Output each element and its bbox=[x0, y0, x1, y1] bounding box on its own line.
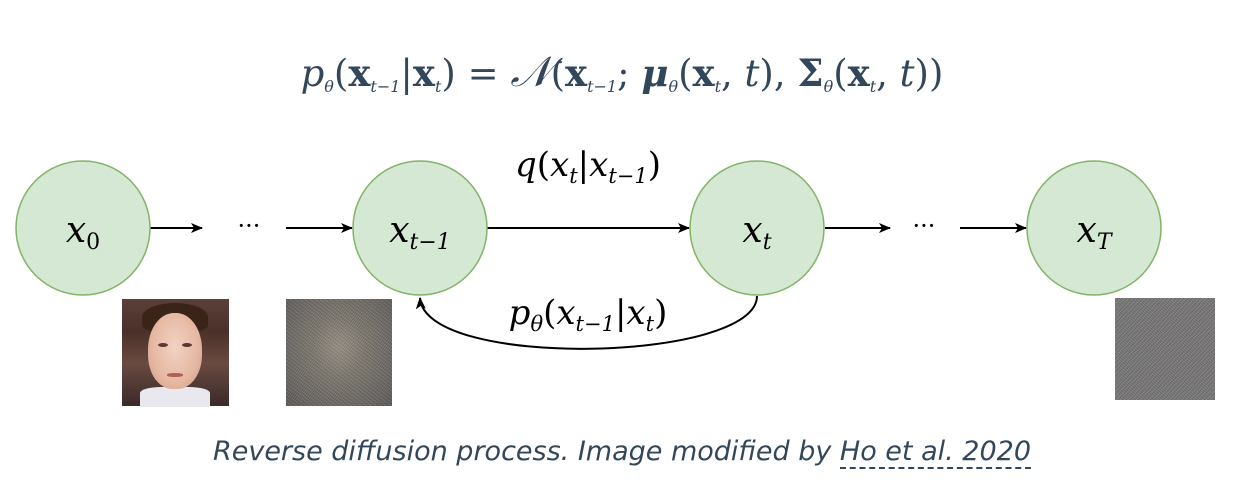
node-xt-label: xt bbox=[742, 210, 771, 255]
noisy-face-image bbox=[286, 299, 392, 406]
forward-label: q(xt|xt−1) bbox=[515, 145, 661, 188]
node-xt-1-label: xt−1 bbox=[389, 210, 451, 255]
reverse-label: pθ(xt−1|xt) bbox=[509, 293, 668, 336]
node-xT-label: xT bbox=[1077, 210, 1114, 255]
clean-face-image bbox=[122, 299, 229, 407]
reverse-process-formula: pθ(xt−1|xt) = 𝒩(xt−1; μθ(xt, t), Σθ(xt, … bbox=[300, 47, 944, 96]
reverse-arrow bbox=[415, 295, 758, 350]
node-x0 bbox=[15, 160, 151, 296]
node-xT bbox=[1026, 160, 1162, 296]
node-x0-label: x0 bbox=[66, 210, 100, 255]
figure-caption: Reverse diffusion process. Image modifie… bbox=[0, 436, 1244, 469]
caption-text: Reverse diffusion process. Image modifie… bbox=[212, 436, 840, 467]
ellipsis-right: ··· bbox=[913, 212, 936, 240]
node-xt-1 bbox=[352, 160, 488, 296]
caption-link[interactable]: Ho et al. 2020 bbox=[839, 436, 1032, 469]
ellipsis-left: ··· bbox=[238, 212, 261, 240]
pure-noise-image bbox=[1115, 298, 1215, 400]
node-xt bbox=[689, 160, 825, 296]
